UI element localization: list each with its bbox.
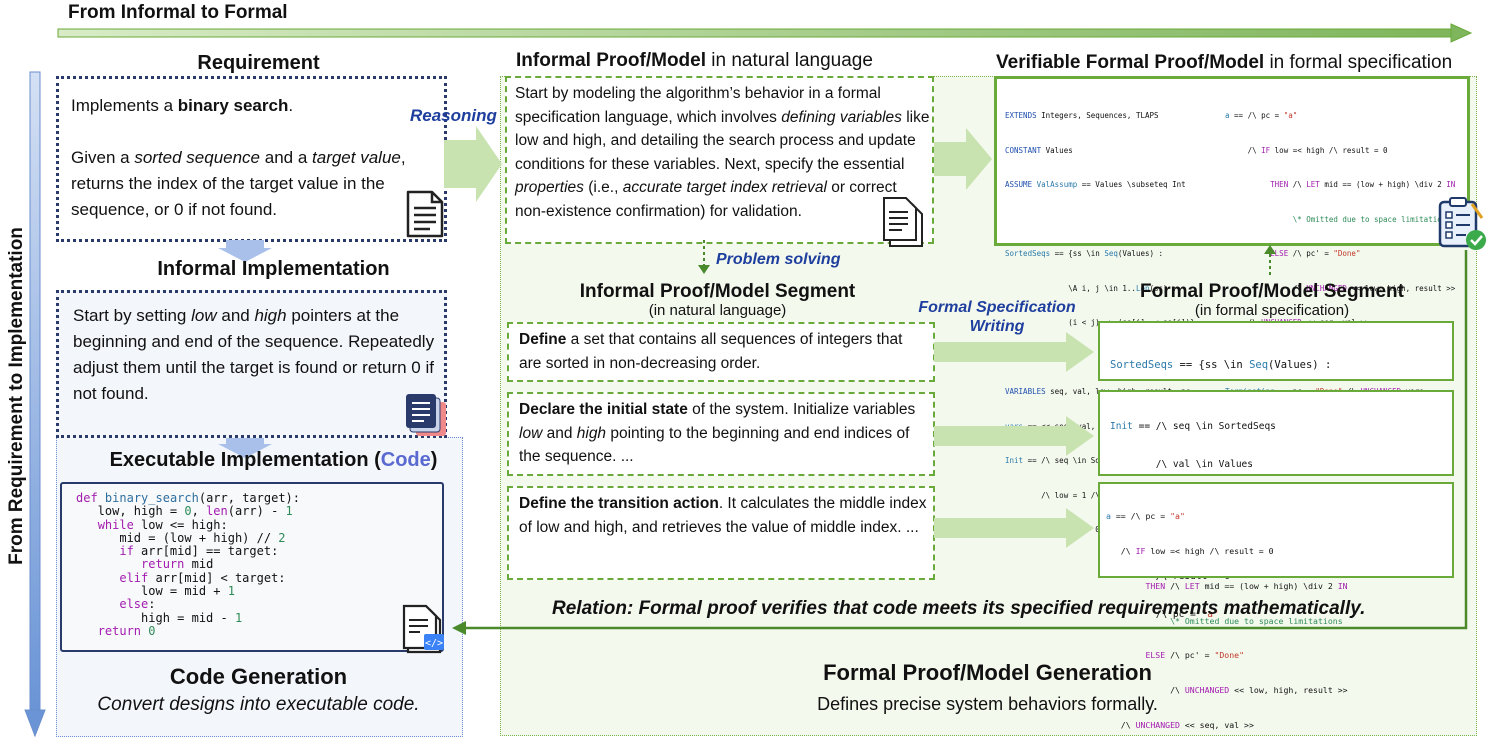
- verifiable-formal-box: EXTENDS Integers, Sequences, TLAPS CONST…: [994, 76, 1470, 534]
- top-axis-label: From Informal to Formal: [68, 2, 288, 23]
- code-line: /\ UNCHANGED << seq, val >>: [1106, 719, 1254, 730]
- code-line: return mid: [141, 557, 214, 572]
- documents-icon: [883, 197, 923, 247]
- code-generation-title: Code Generation: [169, 664, 348, 689]
- requirement-text: Implements a binary search.Given a sorte…: [71, 96, 406, 219]
- code-line: if arr[mid] == target:: [119, 544, 279, 559]
- informal-impl-text: Start by setting low and high pointers a…: [73, 306, 435, 403]
- exec-impl-title: Executable Implementation (Code): [109, 449, 438, 471]
- code-line: /\ IF low =< high /\ result = 0: [1225, 145, 1388, 155]
- verifiable-formal-title: Verifiable Formal Proof/Model in formal …: [996, 52, 1453, 73]
- svg-text:</>: </>: [425, 638, 443, 649]
- clipboard-check-icon: [1438, 197, 1486, 250]
- left-axis-arrow: [24, 71, 46, 738]
- code-box: def binary_search(arr, target): low, hig…: [60, 482, 444, 652]
- formal-generation-subtitle: Defines precise system behaviors formall…: [817, 694, 1158, 714]
- code-line: return 0: [97, 623, 156, 638]
- informal-segment-item: Declare the initial state of the system.…: [507, 392, 935, 476]
- code-line: SortedSeqs == {ss \in Seq(Values) :: [1005, 249, 1164, 258]
- code-line: \A i, j \in 1..Len(ss) :: [1005, 283, 1177, 293]
- code-line: \* Omitted due to space limitations: [1292, 214, 1451, 224]
- problem-solving-label: Problem solving: [716, 251, 841, 268]
- informal-segment-title: Informal Proof/Model Segment: [579, 281, 856, 302]
- reasoning-label: Reasoning: [410, 106, 497, 125]
- code-line: [1005, 214, 1217, 226]
- python-code: def binary_search(arr, target): low, hig…: [76, 491, 300, 638]
- informal-proof-title: Informal Proof/Model in natural language: [516, 50, 873, 71]
- segment-arrow: [934, 416, 1094, 456]
- tla-seg3-code: a == /\ pc = "a" /\ IF low =< high /\ re…: [1106, 488, 1348, 755]
- code-line: low, high = 0, len(arr) - 1: [76, 504, 293, 519]
- requirement-box: Implements a binary search.Given a sorte…: [56, 76, 447, 242]
- code-file-icon: </>: [402, 604, 444, 654]
- code-line: THEN /\ LET mid == (low + high) \div 2 I…: [1145, 580, 1348, 591]
- reasoning-arrow: [444, 126, 502, 202]
- relation-text: Relation: Formal proof verifies that cod…: [552, 598, 1366, 619]
- informal-proof-text: Start by modeling the algorithm’s behavi…: [515, 85, 930, 220]
- informal-segment-item: Define the transition action. It calcula…: [507, 486, 935, 580]
- code-line: /\ IF low =< high /\ result = 0: [1106, 545, 1274, 556]
- code-line: ELSE /\ pc' = "Done": [1270, 249, 1361, 258]
- requirement-title: Requirement: [197, 52, 320, 74]
- code-line: else:: [119, 597, 156, 612]
- formal-segment-box: a == /\ pc = "a" /\ IF low =< high /\ re…: [1098, 482, 1454, 730]
- relation-arrow: [452, 250, 1468, 635]
- informal-proof-box: Start by modeling the algorithm’s behavi…: [505, 76, 934, 244]
- document-icon: [406, 190, 444, 238]
- code-line: high = mid - 1: [76, 610, 243, 625]
- code-line: def binary_search(arr, target):: [76, 491, 300, 505]
- code-line: CONSTANT Values: [1005, 145, 1073, 155]
- informal-segment-item: Define a set that contains all sequences…: [507, 322, 935, 382]
- code-line: Init == /\ seq \in SortedSeqs: [1110, 421, 1276, 432]
- formal-segment-title: Formal Proof/Model Segment: [1140, 281, 1404, 302]
- left-axis-label: From Requirement to Implementation: [6, 227, 27, 565]
- informal-impl-box: Start by setting low and high pointers a…: [56, 290, 447, 438]
- formal-segment-box: Init == /\ seq \in SortedSeqs /\ val \in…: [1098, 390, 1454, 620]
- code-line: a == /\ pc = "a": [1225, 111, 1298, 120]
- segment-arrow: [934, 332, 1094, 372]
- code-line: ELSE /\ pc' = "Done": [1145, 650, 1245, 661]
- code-line: while low <= high:: [97, 517, 228, 532]
- down-arrow-2: [218, 438, 272, 458]
- code-line: /\ UNCHANGED << low, high, result >>: [1106, 685, 1348, 696]
- code-line: elif arr[mid] < target:: [119, 570, 286, 585]
- compose-up-arrow: [1264, 245, 1276, 276]
- down-arrow-1: [218, 240, 272, 262]
- formalize-arrow: [934, 128, 992, 190]
- code-line: a == /\ pc = "a": [1106, 511, 1185, 522]
- code-line: ASSUME ValAssump == Values \subseteq Int: [1005, 180, 1186, 189]
- top-axis-arrow: [57, 23, 1473, 43]
- problem-solving-arrow: [698, 240, 710, 274]
- code-line: /\ UNCHANGED << low, high, result >>: [1225, 283, 1456, 293]
- code-line: THEN /\ LET mid == (low + high) \div 2 I…: [1270, 180, 1456, 189]
- code-line: low = mid + 1: [76, 584, 235, 599]
- code-line: \* Omitted due to space limitations: [1170, 615, 1343, 626]
- formal-generation-title: Formal Proof/Model Generation: [823, 660, 1152, 685]
- code-generation-subtitle: Convert designs into executable code.: [97, 694, 420, 715]
- code-line: SortedSeqs == {ss \in Seq(Values) :: [1110, 359, 1332, 371]
- stacked-documents-icon: [406, 394, 446, 436]
- code-line: EXTENDS Integers, Sequences, TLAPS: [1005, 111, 1159, 120]
- code-line: mid = (low + high) // 2: [76, 530, 286, 545]
- code-line: /\ pc = "a": [1110, 608, 1219, 620]
- formal-segment-subtitle: (in formal specification): [1194, 302, 1350, 319]
- informal-impl-title: Informal Implementation: [157, 258, 390, 280]
- segment-arrow: [934, 508, 1094, 548]
- code-line: /\ val \in Values: [1110, 458, 1253, 470]
- informal-segment-subtitle: (in natural language): [648, 302, 787, 319]
